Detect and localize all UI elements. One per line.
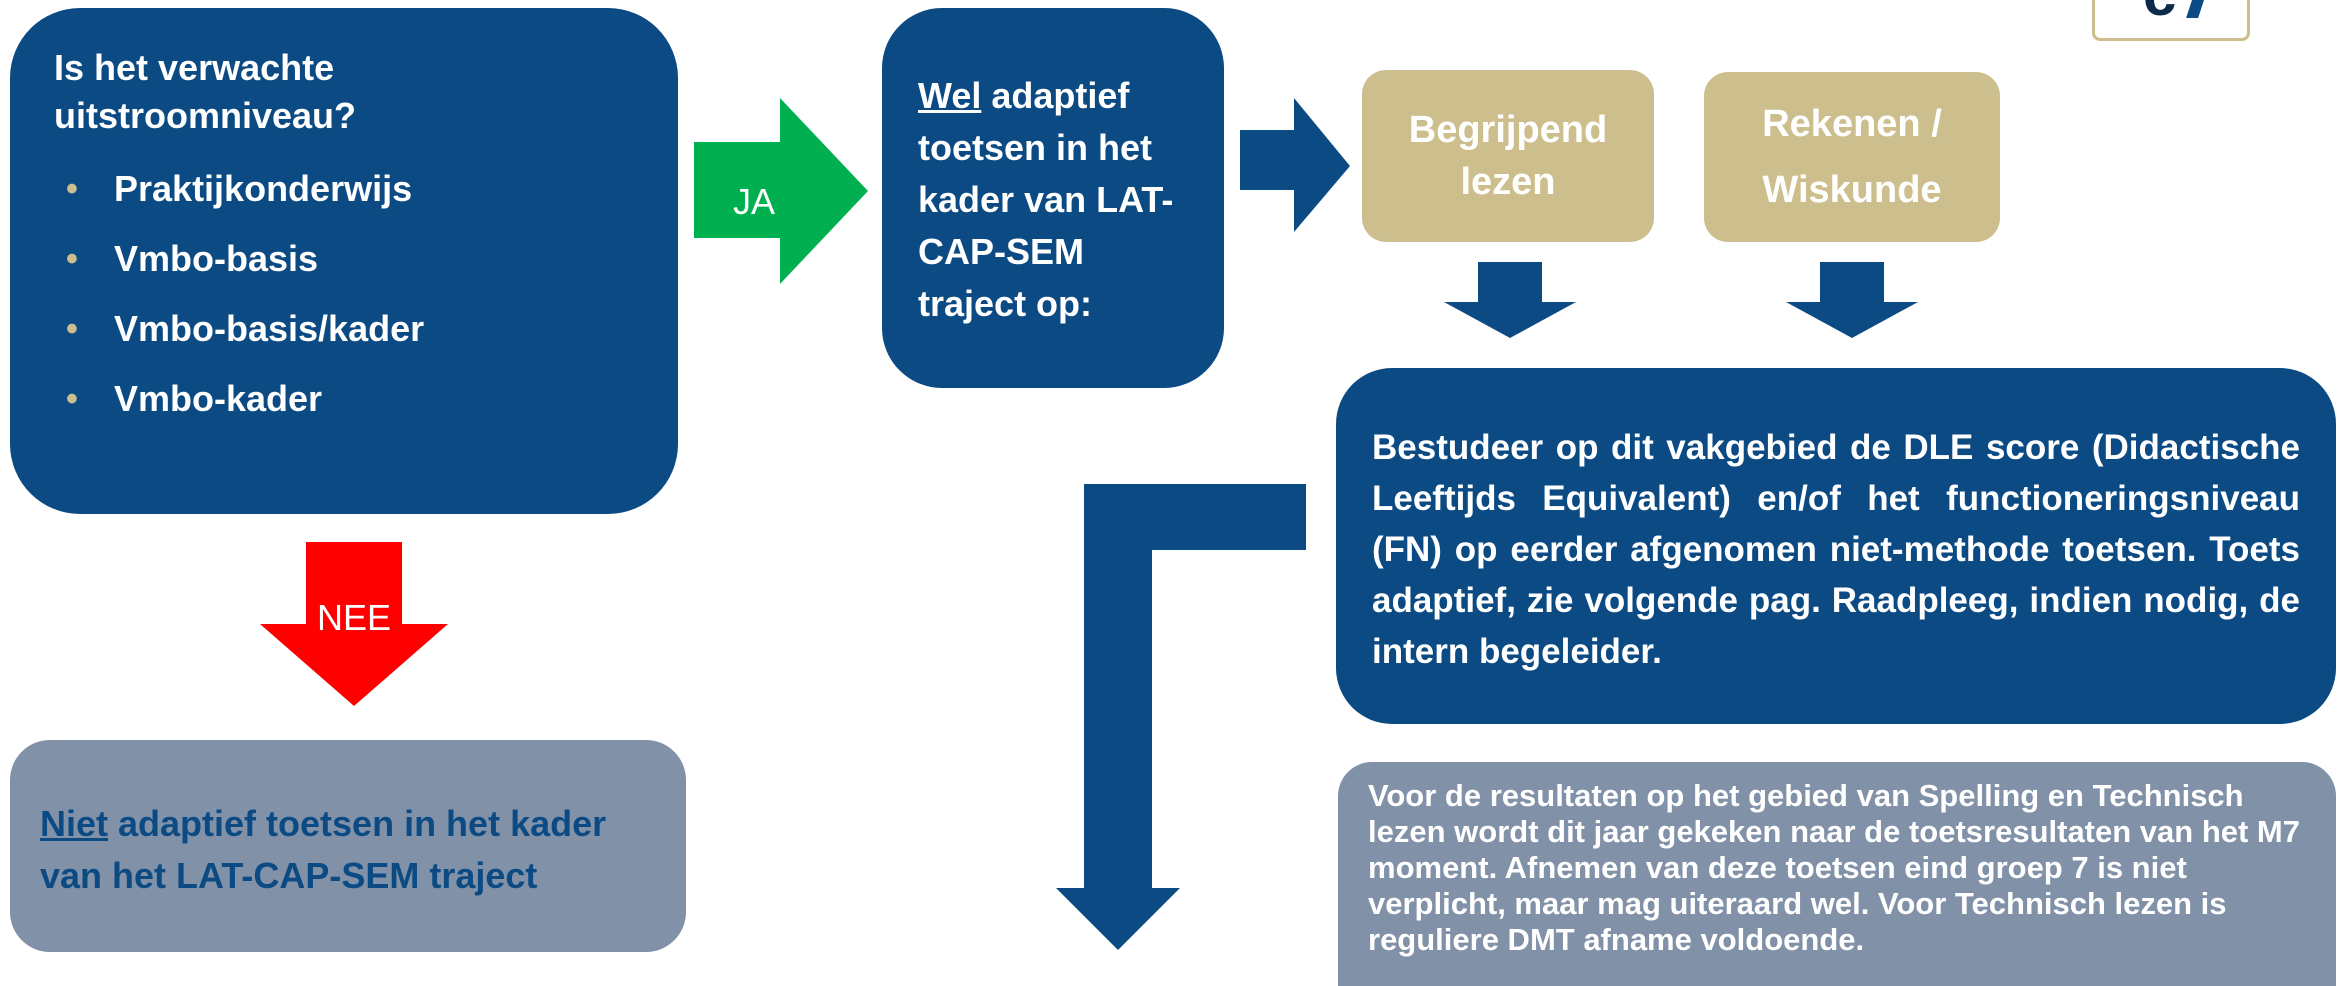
logo: c: [2092, 0, 2250, 41]
subject-rekenen-wiskunde: Rekenen / Wiskunde: [1704, 72, 2000, 242]
nee-arrow: [260, 542, 448, 706]
l-shaped-down-arrow: [1056, 484, 1306, 950]
logo-mark-accent: [2186, 0, 2208, 18]
wel-to-subjects-arrow: [1240, 98, 1350, 232]
niet-text: adaptief toetsen in het kader van het LA…: [40, 803, 607, 896]
level-item: • Vmbo-basis/kader: [54, 294, 638, 364]
level-item: • Vmbo-kader: [54, 364, 638, 434]
logo-text: c: [2143, 0, 2176, 29]
subject-label-line1: Rekenen /: [1762, 103, 1942, 145]
bullet-icon: •: [66, 380, 78, 418]
wel-adaptief-box: Wel adaptief toetsen in het kader van LA…: [882, 8, 1224, 388]
spelling-note-text: Voor de resultaten op het gebied van Spe…: [1368, 778, 2300, 957]
wel-text: adaptief toetsen in het kader van LAT-CA…: [918, 75, 1174, 324]
bullet-icon: •: [66, 240, 78, 278]
nee-arrow-label: NEE: [317, 597, 391, 638]
lezen-down-arrow: [1444, 262, 1576, 338]
level-label: Vmbo-kader: [114, 378, 323, 419]
ja-arrow: [694, 98, 868, 284]
subject-label-line1: Begrijpend: [1408, 109, 1608, 151]
subject-label-line2: Wiskunde: [1762, 169, 1942, 211]
niet-adaptief-box: Niet adaptief toetsen in het kader van h…: [10, 740, 686, 952]
spelling-note-box: Voor de resultaten op het gebied van Spe…: [1338, 762, 2336, 986]
question-box: Is het verwachte uitstroomniveau? • Prakt…: [10, 8, 678, 514]
level-label: Vmbo-basis/kader: [114, 308, 425, 349]
bullet-icon: •: [66, 310, 78, 348]
dle-instruction-box: Bestudeer op dit vakgebied de DLE score …: [1336, 368, 2336, 724]
level-label: Vmbo-basis: [114, 238, 319, 279]
bullet-icon: •: [66, 170, 78, 208]
rekenen-down-arrow: [1786, 262, 1918, 338]
level-item: • Vmbo-basis: [54, 224, 638, 294]
subject-begrijpend-lezen: Begrijpend lezen: [1362, 70, 1654, 242]
level-item: • Praktijkonderwijs: [54, 154, 638, 224]
dle-instruction-text: Bestudeer op dit vakgebied de DLE score …: [1372, 428, 2300, 671]
level-label: Praktijkonderwijs: [114, 168, 413, 209]
wel-emphasis: Wel: [918, 75, 982, 116]
question-title: Is het verwachte uitstroomniveau?: [54, 47, 357, 136]
ja-arrow-label: JA: [733, 181, 775, 222]
level-list: • Praktijkonderwijs • Vmbo-basis • Vmbo-bas…: [54, 154, 638, 434]
subject-label-line2: lezen: [1460, 161, 1556, 203]
niet-emphasis: Niet: [40, 803, 109, 844]
